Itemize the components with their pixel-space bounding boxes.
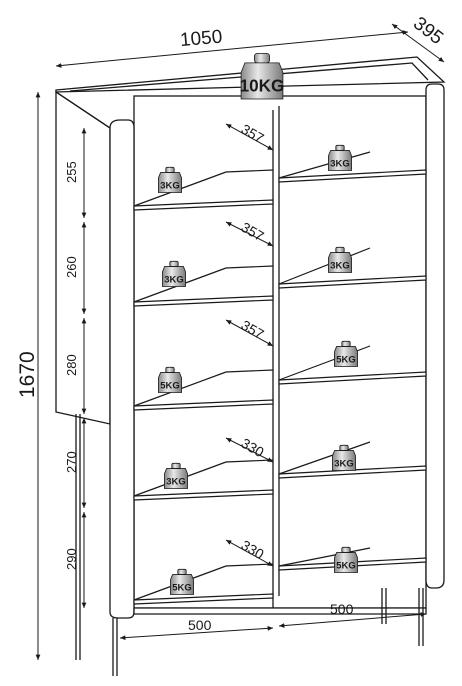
left-shelf-back [225, 265, 274, 269]
weight-handle [335, 246, 345, 253]
weight-handle [177, 568, 187, 575]
depth-dim-line [391, 23, 445, 63]
weight-label: 5KG [160, 380, 179, 391]
shelf-height-label: 280 [64, 354, 79, 376]
weight-label: 3KG [334, 458, 353, 469]
right-shelf [278, 371, 427, 385]
weight-handle [169, 260, 179, 267]
weight-label: 5KG [336, 560, 355, 571]
weight-label: 3KG [160, 180, 179, 191]
weight-handle [165, 166, 175, 173]
left-shelf-back [225, 169, 274, 173]
right-door [425, 83, 445, 589]
right-weight-icon: 5KG [334, 546, 358, 573]
weight-body [158, 172, 182, 193]
width-label: 1050 [179, 27, 223, 52]
left-shelf [133, 295, 274, 307]
right-weight-icon: 5KG [334, 340, 358, 367]
weight-body [334, 346, 358, 367]
top-weight-icon: 10KG [240, 53, 285, 100]
left-weight-icon: 3KG [158, 166, 182, 193]
shelf-height-label: 255 [64, 161, 79, 183]
right-weight-icon: 3KG [332, 444, 356, 471]
weight-handle [253, 53, 270, 64]
shelf-height-label: 260 [64, 256, 79, 278]
left-shelf [133, 199, 274, 211]
shelf-height-label: 290 [64, 548, 79, 570]
weight-body [164, 468, 188, 489]
weight-handle [165, 366, 175, 373]
shelf-height-label: 270 [64, 451, 79, 473]
shelf-depth-dim [225, 539, 274, 567]
weight-label: 3KG [166, 476, 185, 487]
right-weight-icon: 3KG [328, 246, 352, 273]
cabinet-body [55, 56, 446, 676]
weight-label: 10KG [240, 76, 285, 95]
height-label: 1670 [16, 351, 39, 398]
right-shelf [278, 275, 427, 289]
weight-label: 5KG [336, 354, 355, 365]
top-panel-inner [69, 62, 429, 92]
weight-body [332, 450, 356, 471]
left-shelf [133, 593, 274, 605]
weight-handle [341, 546, 351, 553]
weight-body [162, 266, 186, 287]
shelf-depth-dim [225, 221, 274, 247]
right-shelf-edge [278, 547, 371, 567]
left-weight-icon: 3KG [162, 260, 186, 287]
bottom-left-width-dim [119, 625, 274, 641]
weight-body [158, 372, 182, 393]
weight-label: 3KG [164, 274, 183, 285]
shelf-depth-dim [225, 437, 274, 463]
bottom-right-width-label: 500 [330, 601, 354, 617]
left-shelf-back [225, 369, 274, 373]
shelf-depth-dim [225, 123, 274, 151]
left-shelf [133, 489, 274, 501]
bottom-right-width-dim [278, 612, 427, 628]
depth-label: 395 [409, 13, 447, 49]
weight-label: 5KG [172, 582, 191, 593]
left-weight-icon: 5KG [158, 366, 182, 393]
weight-body [328, 252, 352, 273]
weight-body [328, 150, 352, 171]
weight-handle [339, 444, 349, 451]
width-dim-line [55, 30, 409, 68]
bottom-left-width-label: 500 [188, 617, 212, 633]
left-weight-icon: 3KG [164, 462, 188, 489]
left-weight-icon: 5KG [170, 568, 194, 595]
left-door [109, 119, 135, 619]
left-side-edge [55, 91, 111, 129]
right-shelf [278, 465, 427, 479]
right-shelf-edge [278, 151, 371, 179]
left-shelf [133, 399, 274, 411]
right-shelf-edge [278, 247, 371, 285]
weight-body [334, 552, 358, 573]
shelf-depth-dim [225, 319, 274, 347]
right-shelf [278, 169, 427, 183]
weight-handle [171, 462, 181, 469]
weight-handle [335, 144, 345, 151]
weight-label: 3KG [330, 158, 349, 169]
right-shelf-edge [278, 441, 371, 475]
weight-label: 3KG [330, 260, 349, 271]
right-weight-icon: 3KG [328, 144, 352, 171]
weight-handle [341, 340, 351, 347]
weight-body [170, 574, 194, 595]
